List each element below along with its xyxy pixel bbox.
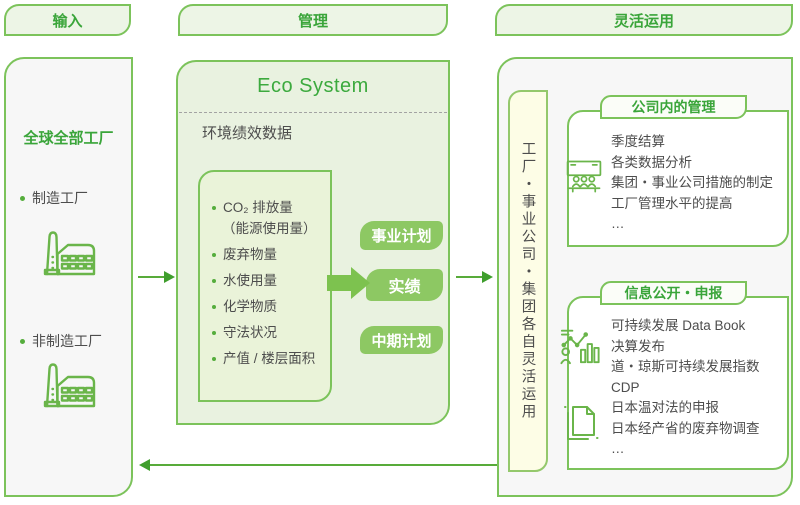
column-header-manage: 管理 [178, 4, 448, 36]
internal-management-title-pill: 公司内的管理 [600, 95, 747, 119]
bullet-icon [212, 357, 216, 361]
factory-icon [43, 231, 96, 276]
list-item: 工厂管理水平的提高 [611, 195, 733, 211]
column-header-manage-label: 管理 [297, 12, 328, 30]
list-item-label: 非制造工厂 [32, 333, 102, 349]
bullet-icon [20, 338, 25, 344]
internal-management-card: 季度结算 各类数据分析 集团・事业公司措施的制定 工厂管理水平的提高 … [567, 110, 789, 247]
metrics-list: CO₂ 排放量 （能源使用量） 废弃物量 水使用量 化学物质 守法状况 [200, 172, 330, 368]
disclosure-items: 可持续发展 Data Book 决算发布 道・琼斯可持续发展指数 CDP 日本温… [611, 316, 760, 460]
vertical-banner: 工厂・事业公司・集团各自灵活运用 [508, 90, 548, 472]
list-item-manufacturing: 制造工厂 [20, 188, 88, 208]
bullet-icon [212, 305, 216, 309]
list-item: 集团・事业公司措施的制定 [611, 175, 773, 190]
internal-management-items: 季度结算 各类数据分析 集团・事业公司措施的制定 工厂管理水平的提高 … [611, 132, 773, 235]
column-header-input-label: 输入 [52, 12, 83, 30]
internal-management-title: 公司内的管理 [631, 99, 716, 115]
meeting-icon [566, 160, 602, 193]
eco-system-panel: Eco System 环境绩效数据 CO₂ 排放量 （能源使用量） 废弃物量 水… [176, 60, 450, 425]
metric-label: 产值 / 楼层面积 [223, 351, 316, 366]
disclosure-title: 信息公开・申报 [624, 285, 723, 301]
list-item: 日本经产省的废弃物调查 [611, 420, 760, 436]
arrow-input-to-eco [138, 271, 175, 283]
dashed-divider [179, 112, 447, 113]
global-factories-panel: 全球全部工厂 制造工厂 非制造工厂 [4, 57, 133, 497]
documents-icon [564, 406, 599, 440]
bullet-icon [212, 279, 216, 283]
metric-item: 废弃物量 [212, 245, 326, 264]
actual-results-label: 实绩 [388, 279, 421, 296]
bullet-icon [212, 331, 216, 335]
list-item: 各类数据分析 [611, 154, 692, 170]
metric-subitem: （能源使用量） [222, 221, 317, 236]
column-header-input: 输入 [4, 4, 131, 36]
list-item: … [611, 441, 625, 456]
business-plan-pill: 事业计划 [360, 221, 443, 250]
bullet-icon [212, 253, 216, 257]
vertical-banner-label: 工厂・事业公司・集团各自灵活运用 [519, 141, 536, 421]
bullet-icon [212, 206, 216, 210]
metric-label: 化学物质 [223, 299, 277, 314]
disclosure-card: 可持续发展 Data Book 决算发布 道・琼斯可持续发展指数 CDP 日本温… [567, 296, 789, 470]
arrow-eco-to-utilize [456, 271, 493, 283]
metric-item: 产值 / 楼层面积 [212, 349, 326, 368]
list-item-label: 制造工厂 [32, 190, 88, 206]
metric-label: 守法状况 [223, 325, 277, 340]
metric-item: 水使用量 [212, 271, 326, 290]
list-item: 可持续发展 Data Book [611, 318, 746, 333]
list-item: 日本温对法的申报 [611, 400, 719, 415]
column-header-utilize-label: 灵活运用 [613, 12, 674, 30]
column-header-utilize: 灵活运用 [495, 4, 793, 36]
metrics-box: CO₂ 排放量 （能源使用量） 废弃物量 水使用量 化学物质 守法状况 [198, 170, 332, 402]
list-item: CDP [611, 379, 640, 395]
list-item: 道・琼斯可持续发展指数 [611, 359, 760, 374]
utilize-panel: 工厂・事业公司・集团各自灵活运用 季度结算 各类数据分析 集团・事业公司措施的制… [497, 57, 793, 497]
metric-label: CO₂ 排放量 [223, 200, 293, 215]
factory-icon [43, 363, 96, 408]
metric-label: 废弃物量 [223, 247, 277, 262]
midterm-plan-label: 中期计划 [371, 332, 432, 350]
arrow-return-to-input [139, 459, 497, 471]
eco-system-title: Eco System [257, 75, 369, 97]
metric-item: 守法状况 [212, 323, 326, 342]
disclosure-title-pill: 信息公开・申报 [600, 281, 747, 305]
chart-person-icon [560, 329, 600, 365]
list-item: … [611, 216, 625, 231]
metric-label: 水使用量 [223, 273, 277, 288]
env-performance-label: 环境绩效数据 [202, 125, 293, 142]
midterm-plan-pill: 中期计划 [360, 326, 443, 354]
business-plan-label: 事业计划 [371, 228, 432, 245]
global-factories-title: 全球全部工厂 [23, 130, 114, 147]
metric-item: 化学物质 [212, 297, 326, 316]
bullet-icon [20, 195, 25, 201]
list-item-non-manufacturing: 非制造工厂 [20, 331, 102, 351]
list-item: 决算发布 [611, 338, 665, 354]
metric-item: CO₂ 排放量 [212, 198, 326, 217]
actual-results-pill: 实绩 [366, 269, 443, 301]
list-item: 季度结算 [611, 134, 665, 149]
